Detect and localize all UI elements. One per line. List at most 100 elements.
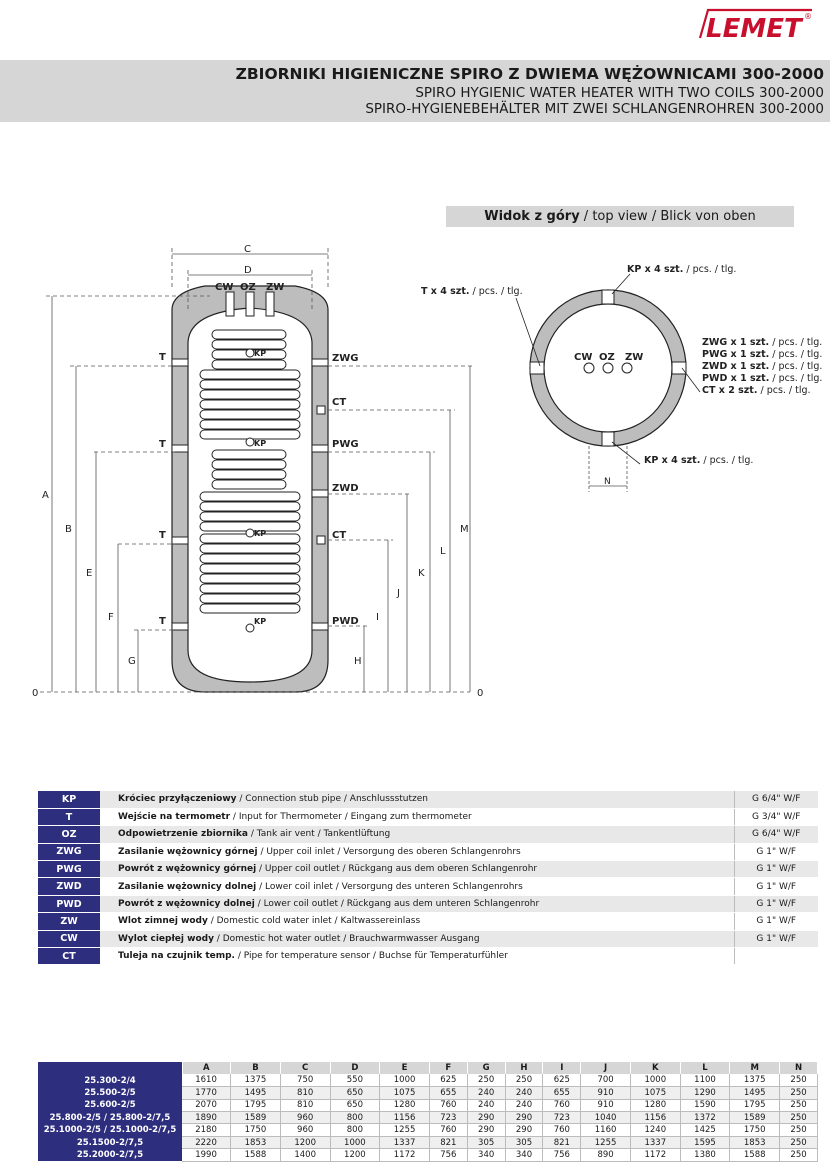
dimension-value: 756 — [542, 1148, 582, 1162]
dimension-value: 1000 — [330, 1136, 381, 1150]
dim-b: B — [65, 524, 72, 535]
legend-description: Odpowietrzenie zbiornika / Tank air vent… — [100, 825, 734, 844]
legend-value: G 1" W/F — [733, 877, 818, 896]
dimension-value: 1255 — [580, 1136, 631, 1150]
dim-a: A — [42, 490, 49, 501]
dim-d: D — [244, 265, 252, 276]
model-cell: 25.300-2/4 — [38, 1074, 182, 1087]
legend-value: G 1" W/F — [733, 912, 818, 931]
legend-value: G 1" W/F — [733, 930, 818, 949]
dimension-value: 1770 — [182, 1086, 232, 1100]
top-view-label-bold: Widok z góry — [484, 209, 580, 224]
legend-description-bold: Wejście na termometr — [118, 812, 231, 823]
dimension-value: 821 — [542, 1136, 582, 1150]
dimension-value: 1200 — [330, 1148, 381, 1162]
top-view-header: Widok z góry / top view / Blick von oben — [446, 206, 794, 227]
dimension-value: 290 — [467, 1123, 506, 1137]
dimension-value: 1588 — [230, 1148, 281, 1162]
title-polish: ZBIORNIKI HIGIENICZNE SPIRO Z DWIEMA WĘŻ… — [235, 65, 824, 83]
title-english: SPIRO HYGIENIC WATER HEATER WITH TWO COI… — [415, 85, 824, 101]
legend-value: G 3/4" W/F — [733, 808, 818, 827]
brand-logo: LEMET ® — [694, 8, 814, 44]
dimension-value: 1172 — [630, 1148, 681, 1162]
callout-zwg1: ZWG x 1 szt. / pcs. / tlg. — [702, 337, 822, 348]
dimension-header: C — [280, 1062, 331, 1075]
label-t-3: T — [159, 530, 166, 541]
legend-description: Powrót z wężownicy górnej / Upper coil o… — [100, 860, 734, 879]
legend-description-rest: / Input for Thermometer / Eingang zum th… — [230, 812, 472, 823]
legend-code: T — [38, 808, 100, 827]
dimension-value: 760 — [542, 1123, 582, 1137]
dimension-value: 756 — [429, 1148, 468, 1162]
dimension-value: 1375 — [729, 1074, 781, 1088]
dimension-value: 290 — [467, 1111, 506, 1125]
legend-code: ZWD — [38, 877, 100, 896]
dim-h: H — [354, 656, 362, 667]
dimension-value: 250 — [779, 1148, 818, 1162]
dimension-value: 1156 — [630, 1111, 681, 1125]
dimension-header: H — [505, 1062, 544, 1075]
legend-value — [733, 947, 818, 966]
legend-description-rest: / Connection stub pipe / Anschlussstutze… — [236, 794, 428, 805]
dimension-value: 1200 — [280, 1136, 331, 1150]
legend-description: Powrót z wężownicy dolnej / Lower coil o… — [100, 895, 734, 914]
callout-ct2: CT x 2 szt. / pcs. / tlg. — [702, 385, 811, 396]
legend-description-bold: Powrót z wężownicy górnej — [118, 864, 257, 875]
legend-code: PWG — [38, 860, 100, 879]
legend-description-rest: / Upper coil outlet / Rückgang aus dem o… — [256, 864, 538, 875]
dimension-value: 760 — [429, 1123, 468, 1137]
dimension-value: 305 — [467, 1136, 506, 1150]
dimension-value: 1589 — [230, 1111, 281, 1125]
legend-value: G 1" W/F — [733, 843, 818, 862]
label-pwd: PWD — [332, 616, 359, 627]
dimension-value: 240 — [505, 1099, 544, 1113]
dimension-value: 1990 — [182, 1148, 232, 1162]
legend-description-rest: / Pipe for temperature sensor / Buchse f… — [234, 951, 508, 962]
label-t-4: T — [159, 616, 166, 627]
legend-value: G 1" W/F — [733, 895, 818, 914]
legend-code: OZ — [38, 825, 100, 844]
legend-row: T Wejście na termometr / Input for Thermo… — [38, 808, 818, 827]
legend-code: ZW — [38, 912, 100, 931]
dimension-value: 305 — [505, 1136, 544, 1150]
legend-description: Zasilanie wężownicy górnej / Upper coil … — [100, 843, 734, 862]
legend-description-bold: Odpowietrzenie zbiornika — [118, 829, 248, 840]
dimension-value: 1040 — [580, 1111, 631, 1125]
dimension-value: 890 — [580, 1148, 631, 1162]
dimension-value: 240 — [467, 1099, 506, 1113]
dimension-header: D — [330, 1062, 381, 1075]
dimension-value: 625 — [542, 1074, 582, 1088]
dimension-value: 1853 — [729, 1136, 781, 1150]
label-zw-side: ZW — [266, 282, 284, 293]
model-cell: 25.500-2/5 — [38, 1086, 182, 1100]
dimension-value: 960 — [280, 1111, 331, 1125]
tank-top-view — [515, 273, 701, 492]
callout-pwg1: PWG x 1 szt. / pcs. / tlg. — [702, 349, 822, 360]
dimension-value: 1425 — [680, 1123, 731, 1137]
dimension-value: 1240 — [630, 1123, 681, 1137]
legend-description: Wylot ciepłej wody / Domestic hot water … — [100, 930, 734, 949]
dimension-value: 1400 — [280, 1148, 331, 1162]
oz-pipe — [245, 291, 255, 317]
dimension-value: 2070 — [182, 1099, 232, 1113]
model-cell: 25.600-2/5 — [38, 1099, 182, 1112]
legend-value: G 1" W/F — [733, 860, 818, 879]
dimension-lines — [40, 248, 475, 693]
dimension-value: 1590 — [680, 1099, 731, 1113]
dimension-value: 650 — [330, 1086, 381, 1100]
dimension-value: 1075 — [379, 1086, 430, 1100]
upper-coil — [199, 329, 301, 440]
dimension-value: 250 — [779, 1123, 818, 1137]
dimension-value: 1075 — [630, 1086, 681, 1100]
dimension-value: 1750 — [729, 1123, 781, 1137]
model-cell: 25.800-2/5 / 25.800-2/7,5 — [38, 1111, 182, 1124]
model-cell: 25.2000-2/7,5 — [38, 1148, 182, 1162]
legend-description-rest: / Tank air vent / Tankentlüftung — [247, 829, 391, 840]
